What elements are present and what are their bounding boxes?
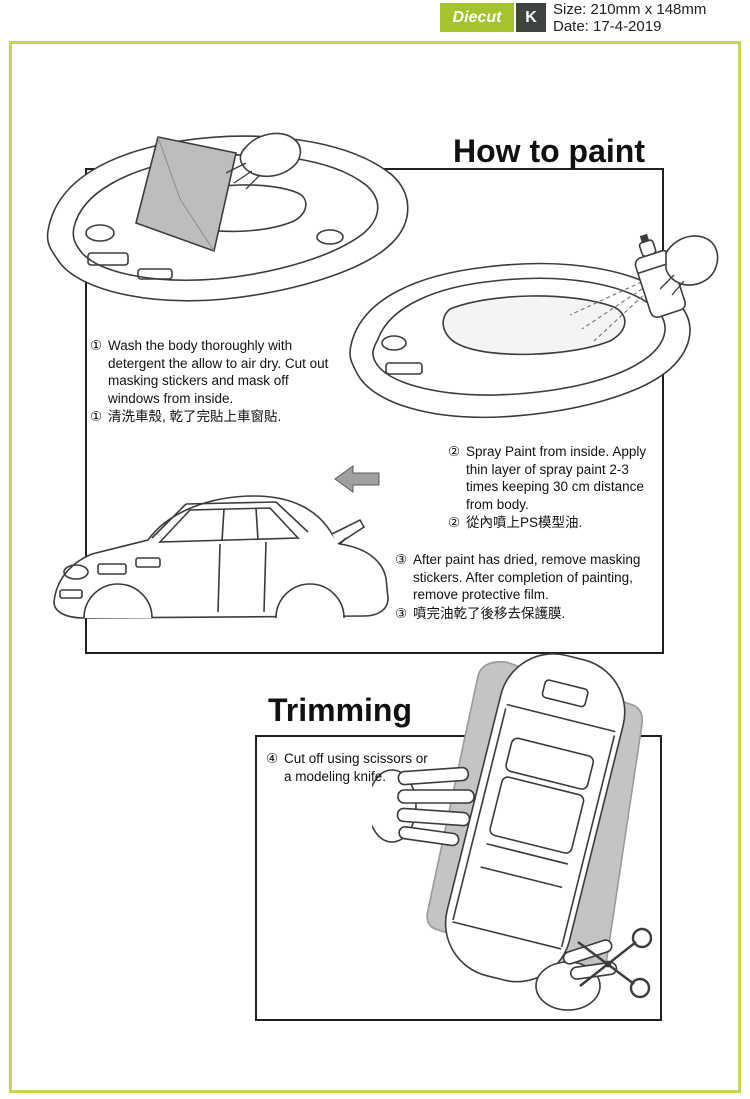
trimming-section-box bbox=[255, 735, 662, 1021]
step-1-text-en: Wash the body thoroughly with detergent … bbox=[108, 338, 329, 406]
step-2-text-en: Spray Paint from inside. Apply thin laye… bbox=[466, 444, 647, 512]
spray-paint-illustration bbox=[330, 223, 720, 458]
step-2-text-zh: 從內噴上PS模型油. bbox=[466, 515, 583, 531]
header-meta: Size: 210mm x 148mm Date: 17-4-2019 bbox=[553, 1, 706, 35]
step-4: ④ Cut off using scissors or a modeling kn… bbox=[266, 750, 438, 786]
step-2: ② Spray Paint from inside. Apply thin lay… bbox=[448, 443, 656, 533]
step-4-number: ④ bbox=[266, 751, 279, 766]
painted-body-illustration bbox=[40, 452, 400, 667]
left-hand bbox=[372, 766, 475, 847]
step-1-number-zh: ① bbox=[90, 409, 103, 425]
date-label: Date: 17-4-2019 bbox=[553, 18, 662, 35]
trimming-illustration bbox=[372, 648, 660, 1018]
arrow-left-icon bbox=[333, 465, 381, 493]
step-2-number: ② bbox=[448, 444, 461, 459]
step-1-number: ① bbox=[90, 338, 103, 353]
paint-section-title: How to paint bbox=[453, 133, 645, 169]
step-3: ③ After paint has dried, remove masking s… bbox=[395, 551, 657, 623]
right-hand bbox=[535, 939, 618, 1011]
step-3-number: ③ bbox=[395, 552, 408, 567]
wash-body-illustration bbox=[30, 103, 430, 338]
size-label: Size: 210mm x 148mm bbox=[553, 1, 707, 18]
step-3-text-zh: 噴完油乾了後移去保護膜. bbox=[413, 605, 566, 621]
trimming-section-title: Trimming bbox=[268, 692, 413, 728]
step-2-number-zh: ② bbox=[448, 515, 461, 531]
step-4-text-en: Cut off using scissors or a modeling kni… bbox=[284, 751, 428, 784]
diecut-badge: Diecut bbox=[440, 3, 514, 32]
k-badge: K bbox=[516, 3, 546, 32]
step-1-text-zh: 清洗車殼, 乾了完貼上車窗貼. bbox=[108, 409, 282, 425]
step-3-number-zh: ③ bbox=[395, 605, 408, 621]
step-1: ① Wash the body thoroughly with detergent… bbox=[90, 337, 338, 427]
scissors bbox=[577, 927, 653, 999]
step-3-text-en: After paint has dried, remove masking st… bbox=[413, 552, 641, 603]
page-border bbox=[9, 41, 741, 1093]
